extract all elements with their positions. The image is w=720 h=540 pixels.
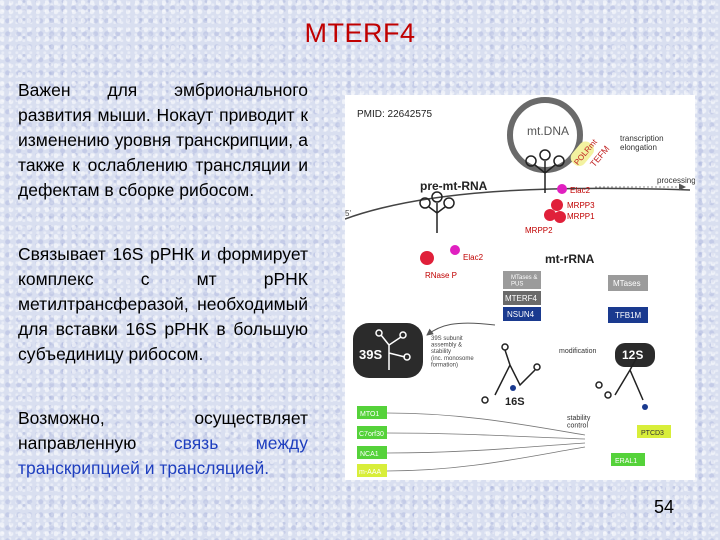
- maaa-box: [357, 464, 387, 477]
- pre-mt-rna-label: pre-mt-RNA: [420, 179, 488, 193]
- mtdna-label: mt.DNA: [527, 124, 569, 138]
- 12s-subunit: [615, 343, 655, 367]
- rnasep-label: RNase P: [425, 271, 457, 280]
- pre-mt-rna-strand: [345, 187, 691, 220]
- rnasep-dot: [420, 251, 434, 265]
- mto1-label: MTO1: [360, 411, 379, 418]
- mtases-box: [608, 275, 648, 291]
- modification-label: modification: [559, 348, 596, 355]
- mrpp3-label: MRPP3: [567, 201, 595, 210]
- mt-rrna-label: mt-rRNA: [545, 252, 595, 266]
- mitochondrial-rna-diagram: PMID: 22642575 mt.DNA POLRmt TEFM transc…: [345, 95, 695, 480]
- text-line: stability: [431, 349, 451, 355]
- 16s-label: 16S: [505, 396, 525, 408]
- 12s-mod-dot: [642, 404, 648, 410]
- 16s-mod-dot: [510, 385, 516, 391]
- maaa-label: m-AAA: [359, 469, 382, 476]
- text-line: assembly &: [431, 343, 462, 349]
- text-line: (inc. monosome: [431, 356, 474, 362]
- mtases-box-label: MTases: [613, 279, 641, 288]
- five-prime-label: 5': [345, 209, 351, 218]
- mtases-pus-label: MTases &PUS: [511, 275, 537, 288]
- mrpp2-dot: [554, 211, 566, 223]
- mterf4-box-label: MTERF4: [505, 294, 538, 303]
- mrpp1-label: MRPP1: [567, 212, 595, 221]
- text-line: elongation: [620, 143, 657, 152]
- nca1-label: NCA1: [360, 451, 379, 458]
- eral1-box: [611, 453, 645, 466]
- pmid-label: PMID: 22642575: [357, 109, 432, 120]
- paragraph-role: Важен для эмбрионального развития мыши. …: [18, 80, 308, 200]
- nsun4-box: [503, 307, 541, 321]
- 12s-rna-structure: [595, 356, 644, 401]
- paragraph-binding: Связывает 16S рРНК и формирует комплекс …: [18, 244, 308, 364]
- elac2-top-dot: [557, 184, 567, 194]
- c7orf30-box: [357, 426, 387, 439]
- ptcd3-label: PTCD3: [641, 430, 664, 437]
- 16s-rna-structure: [481, 343, 541, 404]
- page-number: 54: [654, 497, 675, 517]
- slide-title: MTERF4: [304, 18, 416, 48]
- trna-cloverleaf-top: [525, 149, 565, 193]
- 12s-label: 12S: [622, 348, 643, 362]
- 39s-label: 39S: [359, 347, 382, 362]
- paragraph-link: Возможно, осуществляет направленную связ…: [18, 406, 308, 481]
- nsun4-box-label: NSUN4: [507, 310, 535, 319]
- nca1-box: [357, 446, 387, 459]
- eral1-label: ERAL1: [615, 458, 637, 465]
- ptcd3-box: [637, 425, 671, 438]
- mto1-box: [357, 406, 387, 419]
- stability-lines: [386, 412, 586, 472]
- elac2-bottom-label: Elac2: [463, 253, 484, 262]
- assembly-arrow: [426, 322, 496, 336]
- paragraph-link-highlight: связь между транскрипцией и трансляцией.: [18, 433, 308, 478]
- text-line: PUS: [511, 282, 523, 288]
- mrpp2-label: MRPP2: [525, 226, 553, 235]
- elac2-bottom-dot: [450, 245, 460, 255]
- elac2-top-label: Elac2: [570, 186, 591, 195]
- 39s-rna-structure: [375, 329, 411, 370]
- c7orf30-label: C7orf30: [359, 431, 384, 438]
- processing-label: processing: [657, 176, 695, 185]
- tfb1m-box-label: TFB1M: [615, 311, 642, 320]
- text-line: formation): [431, 362, 458, 368]
- polrmt-shape: [570, 141, 594, 167]
- text-line: control: [567, 423, 588, 430]
- trna-cloverleaf-bottom: [419, 191, 455, 233]
- mterf4-box: [503, 291, 541, 305]
- mrpp3-dot: [551, 199, 563, 211]
- tfb1m-box: [608, 307, 648, 323]
- paragraph-link-text: Возможно, осуществляет направленную: [18, 408, 308, 453]
- mtases-pus-box: [503, 271, 541, 289]
- mrpp1-dot: [544, 209, 556, 221]
